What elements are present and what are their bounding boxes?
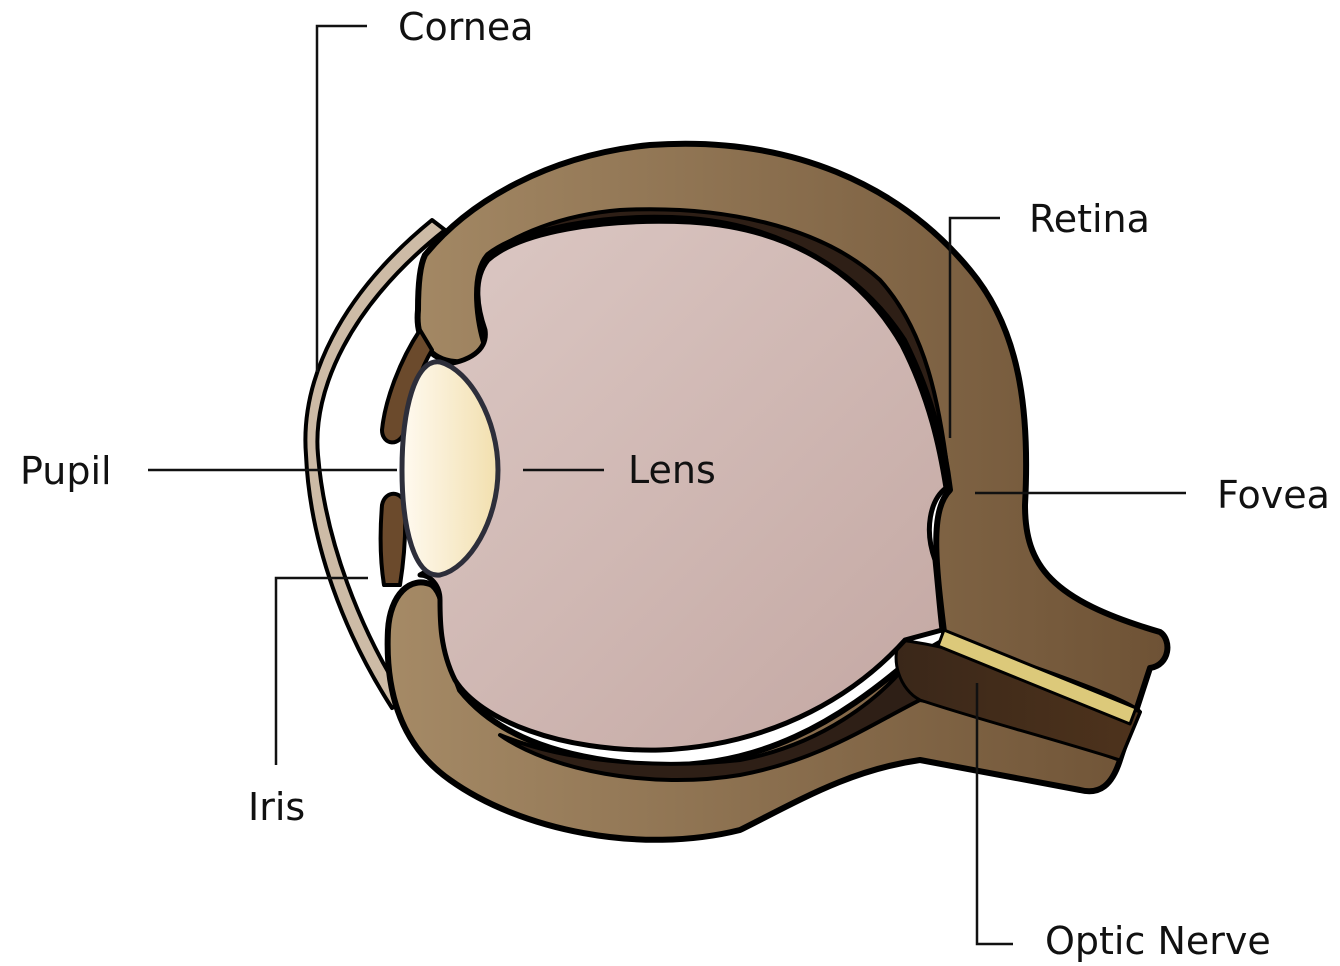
iris-label: Iris <box>248 785 306 829</box>
lens-shape <box>399 359 501 578</box>
optic-band-shape <box>936 628 1138 726</box>
retina-leader-line <box>948 216 1000 438</box>
cornea-leader-line <box>315 24 367 372</box>
iris-lower-shape <box>378 491 408 587</box>
cornea-label: Cornea <box>398 5 534 49</box>
pupil-label: Pupil <box>20 449 112 493</box>
optic-nerve-leader-line <box>975 683 1013 946</box>
optic-nerve-label: Optic Nerve <box>1045 919 1271 963</box>
retina-label: Retina <box>1029 197 1150 241</box>
fovea-label: Fovea <box>1217 473 1330 517</box>
cornea-shape <box>303 218 447 710</box>
lens-label: Lens <box>628 448 716 492</box>
iris-leader-line <box>274 576 368 765</box>
